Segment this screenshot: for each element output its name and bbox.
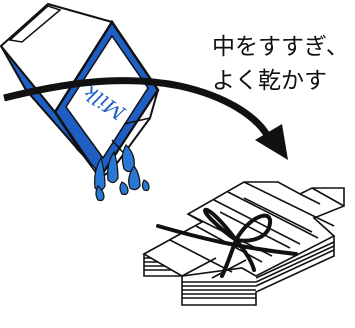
string-tie xyxy=(156,207,298,278)
instruction-line-2: よく乾かす xyxy=(212,68,327,94)
water-drop-6 xyxy=(119,181,129,196)
string-tail-right xyxy=(234,238,256,272)
string-bow-right-loop xyxy=(234,213,272,243)
water-drop-4 xyxy=(128,164,141,191)
water-drop-7 xyxy=(141,179,150,192)
curved-arrow-icon xyxy=(3,77,288,160)
water-drops xyxy=(94,144,150,202)
tied-carton-bundle xyxy=(142,181,345,306)
string-bow-left-loop xyxy=(203,207,238,242)
string-line xyxy=(156,224,298,256)
water-drop-1 xyxy=(121,144,135,173)
instruction-caption: 中をすすぎ、 よく乾かす xyxy=(212,30,349,98)
instruction-line-1: 中をすすぎ、 xyxy=(212,34,349,60)
string-tail-left xyxy=(220,238,238,278)
water-drop-5 xyxy=(95,185,105,202)
water-drop-2 xyxy=(107,150,119,184)
carton-label-panel xyxy=(65,34,149,160)
